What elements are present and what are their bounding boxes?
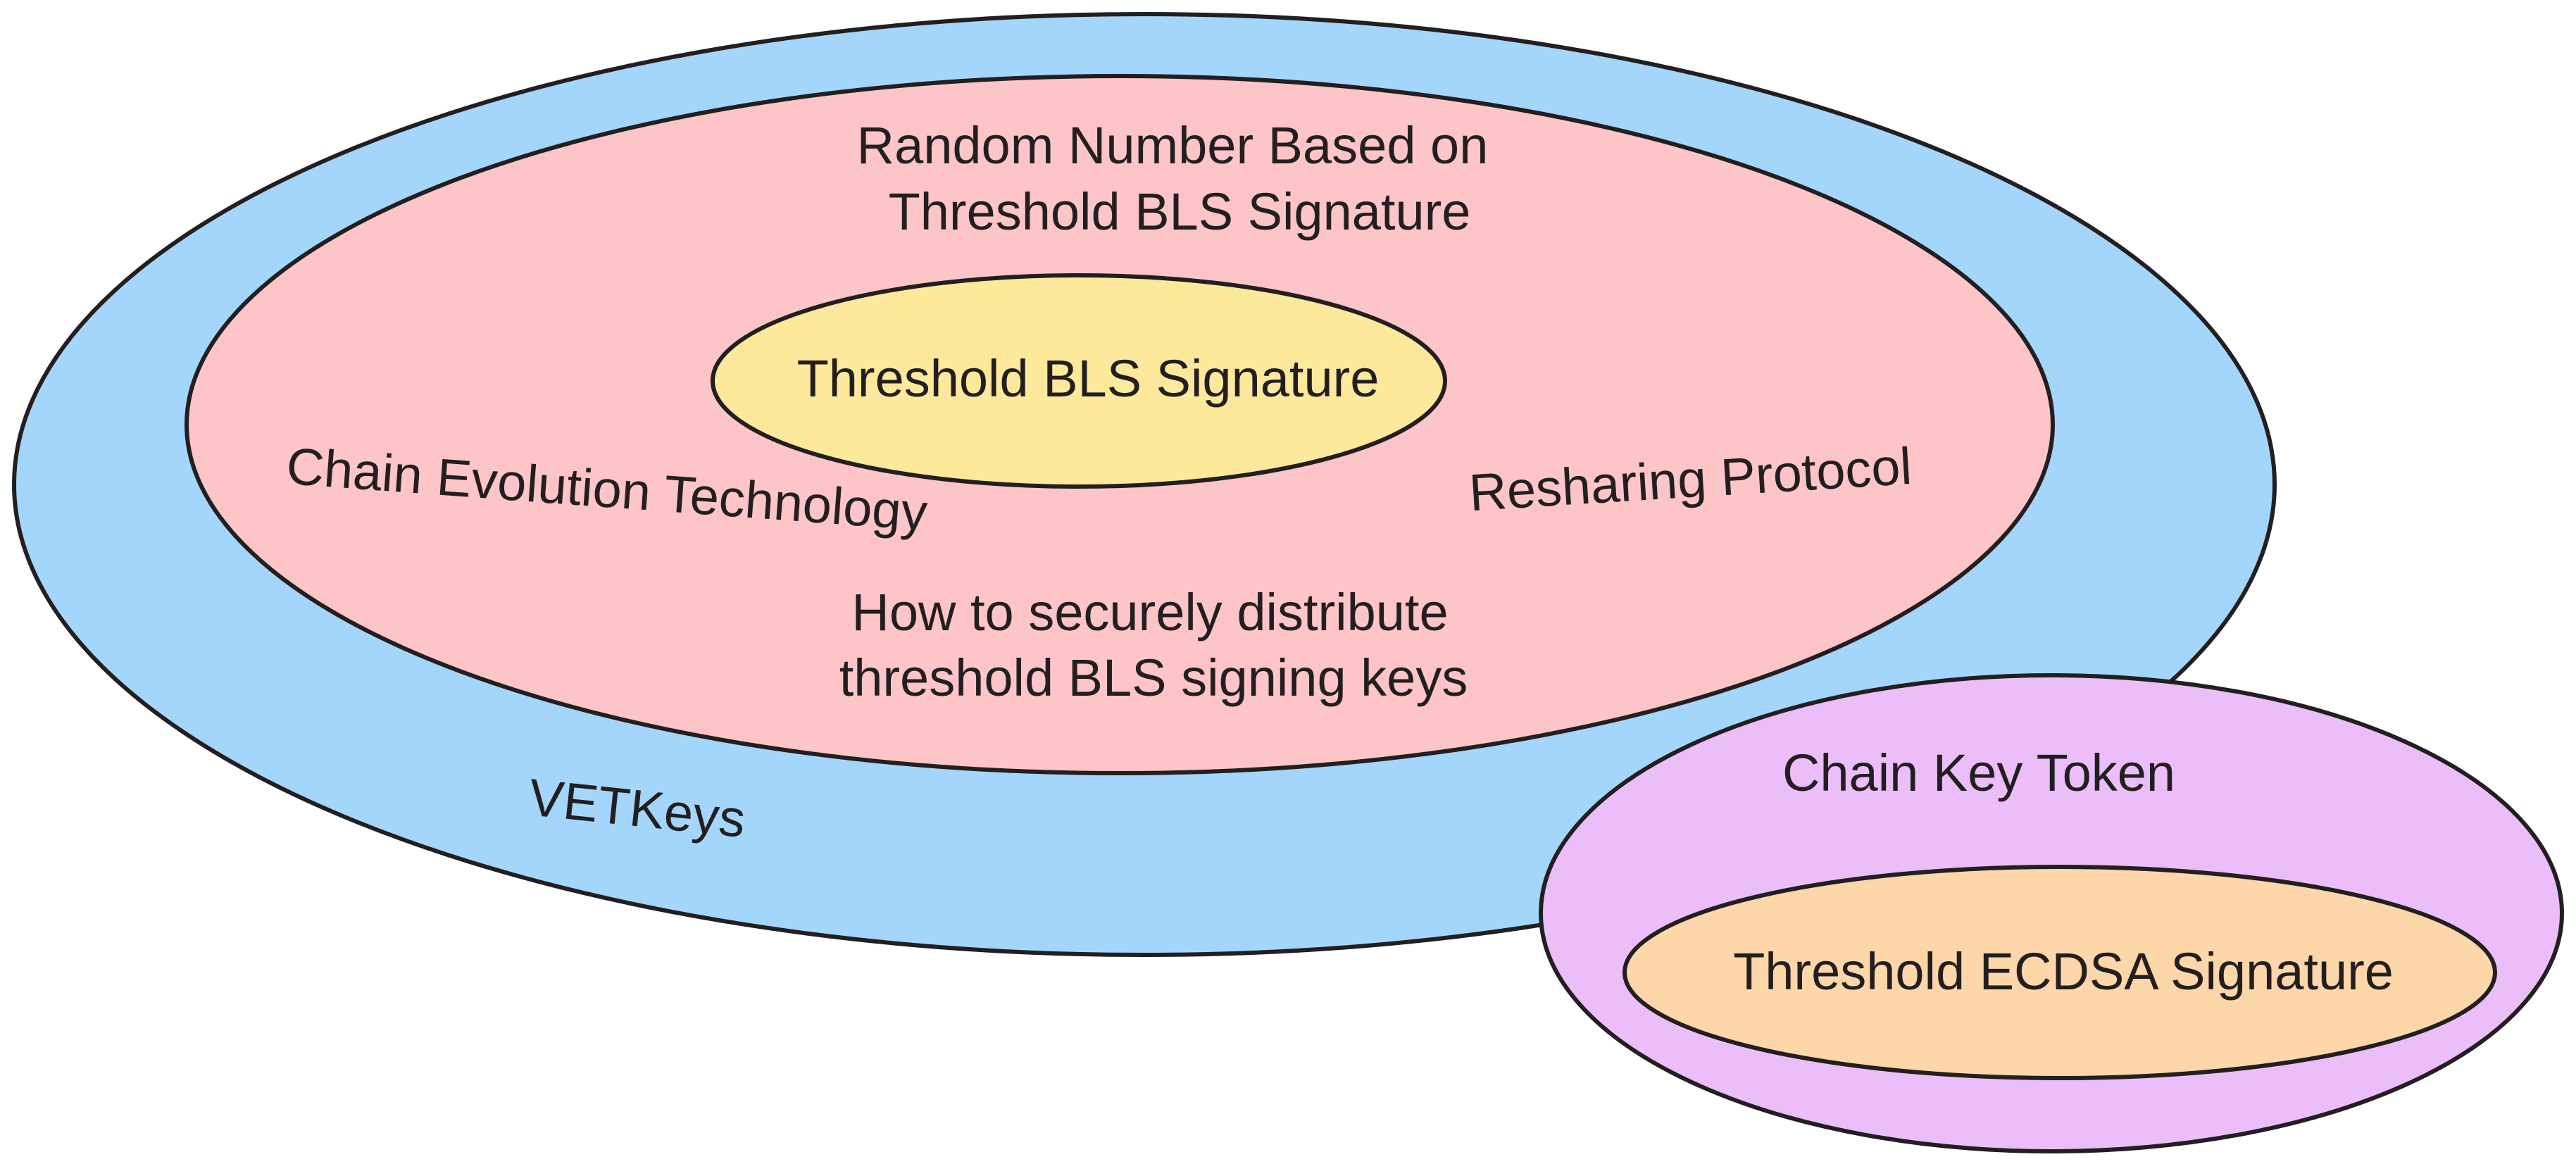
threshold-ecdsa-ellipse [1622, 865, 2497, 1080]
chain-key-token-label: Chain Key Token [1782, 744, 2175, 802]
distribute-label-line2: threshold BLS signing keys [839, 649, 1468, 707]
threshold-ecdsa-label: Threshold ECDSA Signature [1733, 942, 2394, 1001]
random-number-label-line2: Threshold BLS Signature [889, 182, 1471, 241]
distribute-label-line1: How to securely distribute [851, 583, 1448, 642]
threshold-bls-label: Threshold BLS Signature [797, 349, 1380, 408]
threshold-bls-ellipse [711, 273, 1447, 489]
random-number-label-line1: Random Number Based on [857, 116, 1489, 175]
